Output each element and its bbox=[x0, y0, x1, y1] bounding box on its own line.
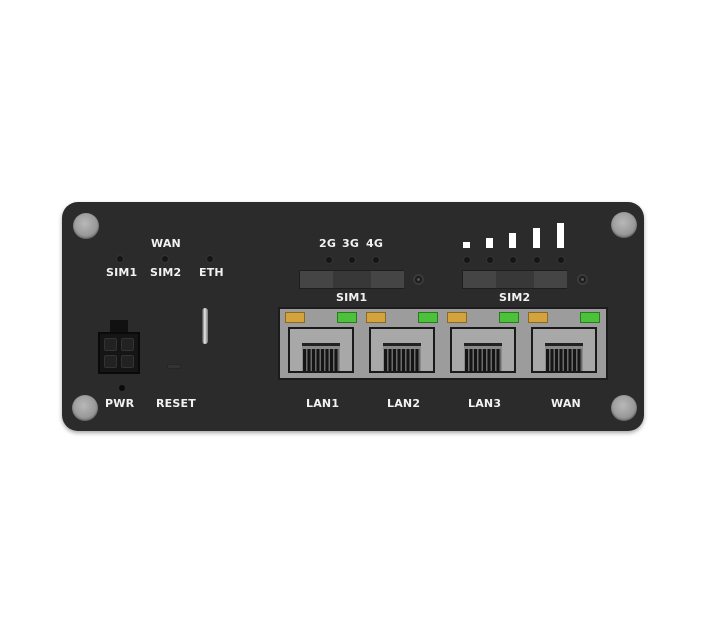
power-led bbox=[119, 385, 125, 391]
signal-led-1 bbox=[464, 257, 470, 263]
lan3-link-led bbox=[499, 312, 519, 323]
wan-port[interactable] bbox=[525, 309, 605, 378]
lan2-port[interactable] bbox=[363, 309, 443, 378]
lan3-port[interactable] bbox=[444, 309, 524, 378]
light-pipe-icon bbox=[202, 308, 208, 344]
3g-led bbox=[349, 257, 355, 263]
signal-led-2 bbox=[487, 257, 493, 263]
power-connector[interactable] bbox=[98, 320, 140, 376]
lan3-activity-led bbox=[447, 312, 467, 323]
sim2-slot[interactable] bbox=[462, 270, 567, 289]
3g-label: 3G bbox=[342, 237, 360, 250]
sim1-led-label: SIM1 bbox=[106, 266, 138, 279]
2g-label: 2G bbox=[319, 237, 337, 250]
wan-activity-led bbox=[528, 312, 548, 323]
screw-bottom-right-icon bbox=[611, 395, 637, 421]
sim2-led-label: SIM2 bbox=[150, 266, 182, 279]
signal-bar-2-icon bbox=[486, 238, 493, 248]
eth-status-led bbox=[207, 256, 213, 262]
lan1-port-label: LAN1 bbox=[306, 397, 340, 410]
lan1-link-led bbox=[337, 312, 357, 323]
lan1-activity-led bbox=[285, 312, 305, 323]
sim2-status-led bbox=[162, 256, 168, 262]
lan1-port[interactable] bbox=[282, 309, 362, 378]
reset-button[interactable] bbox=[167, 364, 181, 369]
screw-bottom-left-icon bbox=[72, 395, 98, 421]
4g-led bbox=[373, 257, 379, 263]
signal-led-4 bbox=[534, 257, 540, 263]
lan2-port-label: LAN2 bbox=[387, 397, 421, 410]
sim2-slot-label: SIM2 bbox=[499, 291, 531, 304]
sim2-eject-button[interactable] bbox=[577, 274, 588, 285]
signal-bar-4-icon bbox=[533, 228, 540, 248]
ethernet-port-block bbox=[278, 307, 608, 380]
sim1-status-led bbox=[117, 256, 123, 262]
router-front-panel: WAN SIM1 SIM2 ETH 2G 3G 4G SIM1 SIM2 bbox=[62, 202, 644, 431]
screw-top-right-icon bbox=[611, 212, 637, 238]
signal-bar-5-icon bbox=[557, 223, 564, 248]
signal-bar-3-icon bbox=[509, 233, 516, 248]
signal-bar-1-icon bbox=[463, 242, 470, 248]
2g-led bbox=[326, 257, 332, 263]
wan-group-label: WAN bbox=[151, 237, 181, 250]
4g-label: 4G bbox=[366, 237, 384, 250]
lan2-activity-led bbox=[366, 312, 386, 323]
wan-link-led bbox=[580, 312, 600, 323]
reset-label: RESET bbox=[156, 397, 196, 410]
signal-led-3 bbox=[510, 257, 516, 263]
sim1-slot[interactable] bbox=[299, 270, 404, 289]
sim1-slot-label: SIM1 bbox=[336, 291, 368, 304]
eth-led-label: ETH bbox=[199, 266, 224, 279]
power-label: PWR bbox=[105, 397, 135, 410]
screw-top-left-icon bbox=[73, 213, 99, 239]
signal-led-5 bbox=[558, 257, 564, 263]
lan3-port-label: LAN3 bbox=[468, 397, 502, 410]
lan2-link-led bbox=[418, 312, 438, 323]
sim1-eject-button[interactable] bbox=[413, 274, 424, 285]
wan-port-label: WAN bbox=[551, 397, 581, 410]
